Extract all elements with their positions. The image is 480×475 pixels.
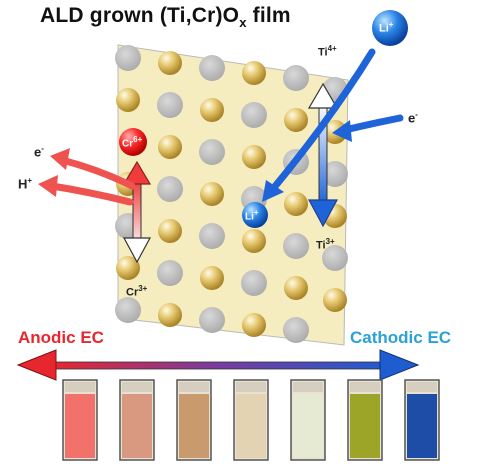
lattice-metal-site xyxy=(242,145,266,169)
sample-vial-3 xyxy=(176,379,212,461)
lattice-metal-site xyxy=(323,288,347,312)
ti-redox-arrow xyxy=(307,82,339,228)
ti3-label: Ti3+ xyxy=(316,237,335,252)
li-ion-top-label: Li+ xyxy=(379,20,394,35)
lattice-oxygen-site xyxy=(157,260,183,286)
lattice-oxygen-site xyxy=(157,92,183,118)
title-tail: film xyxy=(246,4,291,27)
lattice-metal-site xyxy=(116,256,140,280)
lattice-oxygen-site xyxy=(283,233,309,259)
title-main: ALD grown (Ti,Cr)O xyxy=(40,4,240,27)
lattice-oxygen-site xyxy=(283,317,309,343)
lattice-oxygen-site xyxy=(241,102,267,128)
lattice-oxygen-site xyxy=(199,223,225,249)
lattice-oxygen-site xyxy=(241,270,267,296)
lattice-oxygen-site xyxy=(199,55,225,81)
lattice-metal-site xyxy=(158,219,182,243)
lattice-oxygen-site xyxy=(199,307,225,333)
lattice-metal-site xyxy=(200,266,224,290)
lattice-metal-site xyxy=(116,88,140,112)
lattice-metal-site xyxy=(242,61,266,85)
lattice-metal-site xyxy=(284,192,308,216)
lattice-metal-site xyxy=(158,303,182,327)
sample-vial-1 xyxy=(62,379,98,461)
sample-film xyxy=(236,394,266,458)
sample-vial-2 xyxy=(119,379,155,461)
sample-film xyxy=(65,394,95,458)
lattice-oxygen-site xyxy=(322,161,348,187)
electron-in-arrow xyxy=(332,114,404,142)
cr-redox-arrow xyxy=(122,160,152,264)
electron-out-arrow xyxy=(50,148,136,190)
lattice-oxygen-site xyxy=(199,139,225,165)
sample-film xyxy=(407,394,437,458)
lattice-metal-site xyxy=(158,135,182,159)
li-insertion-arrow xyxy=(262,48,376,202)
lattice-oxygen-site xyxy=(322,245,348,271)
sample-vial-4 xyxy=(233,379,269,461)
sample-film xyxy=(350,394,380,458)
sample-film xyxy=(122,394,152,458)
lattice-oxygen-site xyxy=(157,176,183,202)
lattice-oxygen-site xyxy=(283,65,309,91)
li-ion-top xyxy=(372,10,408,46)
film-panel xyxy=(117,44,349,346)
ti4-label: Ti4+ xyxy=(318,44,337,59)
proton-left-label: H+ xyxy=(18,176,33,192)
lattice-metal-site xyxy=(158,51,182,75)
lattice-metal-site xyxy=(284,276,308,300)
li-ion-mid xyxy=(242,202,268,228)
proton-out-arrow xyxy=(38,175,134,206)
sample-vial-6 xyxy=(347,379,383,461)
cr3-label: Cr3+ xyxy=(126,284,148,299)
electron-right-label: e- xyxy=(408,110,418,126)
cathodic-ec-label: Cathodic EC xyxy=(350,328,452,347)
diagram-title: ALD grown (Ti,Cr)Ox film xyxy=(40,4,291,30)
cr6-label: Cr6+ xyxy=(122,135,143,150)
lattice-metal-site xyxy=(242,229,266,253)
sample-film xyxy=(179,394,209,458)
sample-strip xyxy=(62,379,440,461)
sample-vial-7 xyxy=(404,379,440,461)
cr6-ion xyxy=(119,128,147,156)
lattice-metal-site xyxy=(284,108,308,132)
lattice-metal-site xyxy=(200,98,224,122)
lattice-oxygen-site xyxy=(115,45,141,71)
lattice-oxygen-site xyxy=(115,297,141,323)
anodic-ec-label: Anodic EC xyxy=(18,328,104,347)
sample-vial-5 xyxy=(290,379,326,461)
title-subscript: x xyxy=(239,15,247,31)
sample-film xyxy=(293,394,323,458)
electron-left-label: e- xyxy=(34,144,44,160)
lattice-metal-site xyxy=(242,313,266,337)
ec-scale-arrow xyxy=(16,349,420,381)
lattice-metal-site xyxy=(200,182,224,206)
li-ion-mid-label: Li+ xyxy=(245,208,259,223)
